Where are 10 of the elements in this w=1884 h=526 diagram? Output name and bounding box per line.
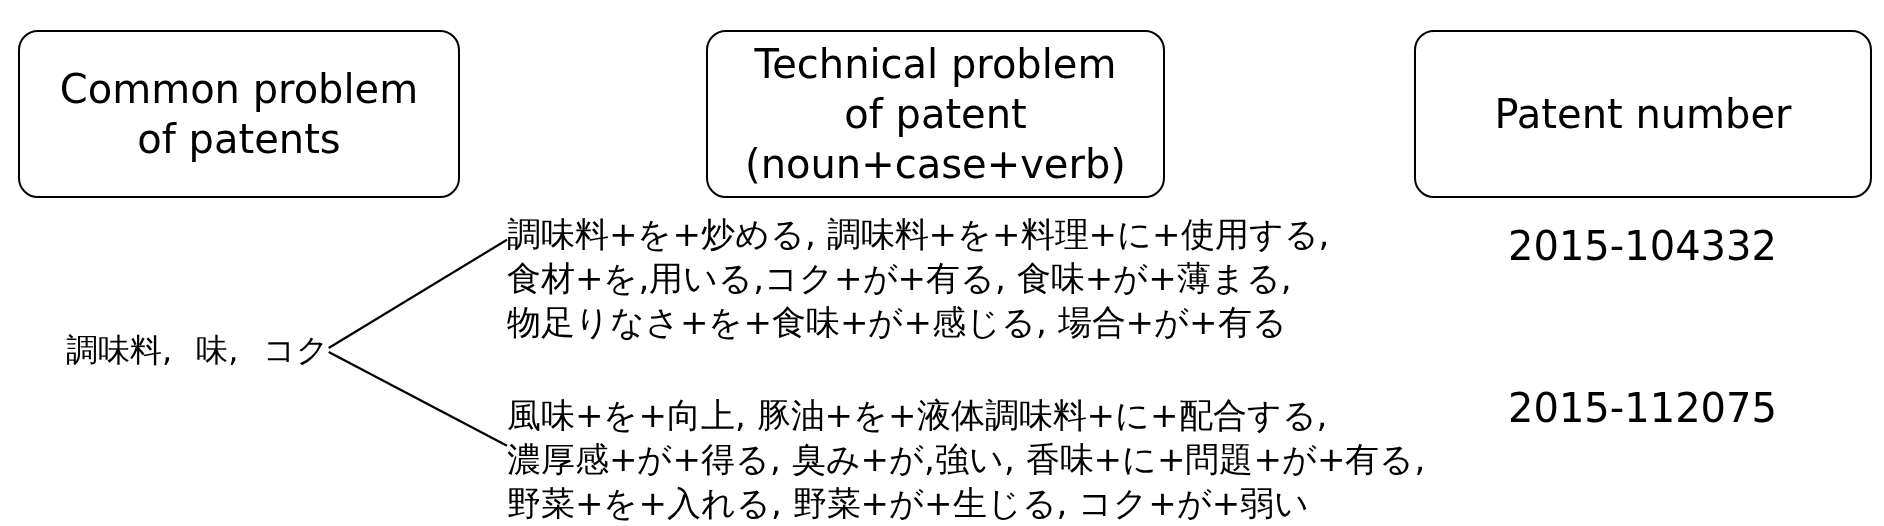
- header-box: Common problem of patents: [18, 30, 460, 198]
- patent-number: 2015-112075: [1508, 384, 1777, 432]
- header-box: Technical problem of patent (noun+case+verb): [706, 30, 1165, 198]
- patent-number: 2015-104332: [1508, 222, 1777, 270]
- header-box: Patent number: [1414, 30, 1872, 198]
- keyword-text: 調味料, 味, コク: [66, 330, 329, 370]
- connector-line: [328, 351, 508, 447]
- problem-text: 風味+を+向上, 豚油+を+液体調味料+に+配合する, 濃厚感+が+得る, 臭み+が,強い, 香味+に+問題+が+有る, 野菜+を+入れる, 野菜+が+生じる, コク+が+弱い: [507, 393, 1426, 525]
- problem-text: 調味料+を+炒める, 調味料+を+料理+に+使用する, 食材+を,用いる,コク+が+有る, 食味+が+薄まる, 物足りなさ+を+食味+が+感じる, 場合+が+有る: [507, 212, 1330, 344]
- connector-line: [328, 238, 508, 349]
